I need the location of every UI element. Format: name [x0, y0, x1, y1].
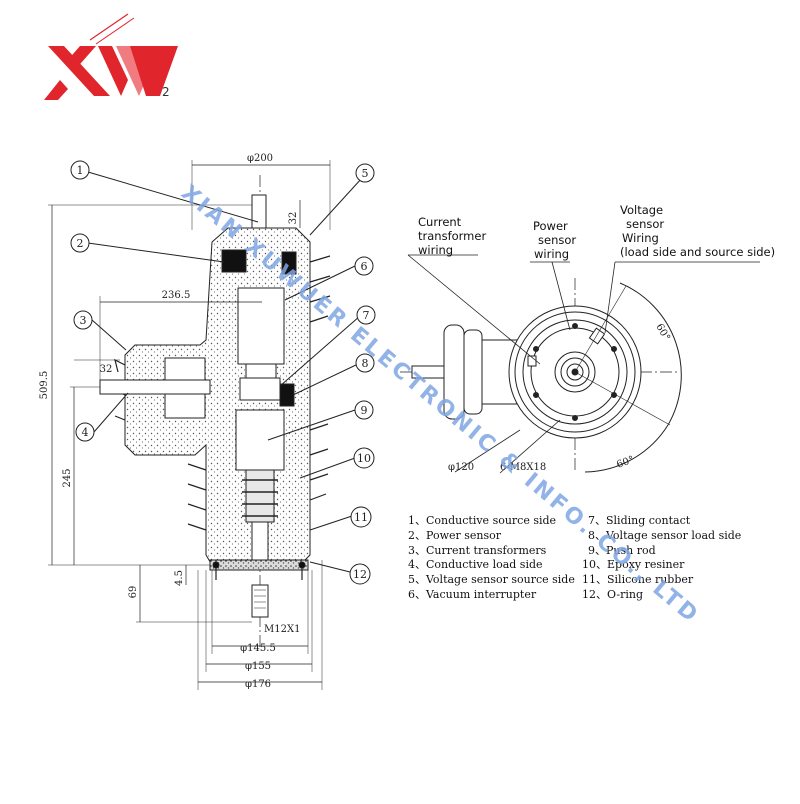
label-vs-1: Voltage: [620, 203, 663, 217]
legend-item-6: 6、Vacuum interrupter: [408, 588, 537, 601]
dim-branch-tip: 32: [100, 364, 113, 375]
legend-item-3: 3、Current transformers: [408, 544, 547, 557]
callout-11: 11: [354, 511, 368, 524]
legend-item-4: 4、Conductive load side: [408, 558, 543, 571]
dim-top-h: 32: [288, 212, 299, 225]
legend-item-10: 10、Epoxy resiner: [582, 558, 685, 571]
top-view-labels: Current transformer wiring Power sensor …: [418, 203, 775, 473]
label-ct-1: Current: [418, 215, 462, 229]
legend-item-5: 5、Voltage sensor source side: [408, 573, 575, 586]
dim-top-dia: φ200: [247, 153, 273, 164]
label-ps-1: Power: [533, 219, 568, 233]
dim-dia-3: φ176: [245, 679, 271, 690]
logo-subscript: 2: [162, 85, 170, 99]
callout-7: 7: [363, 309, 370, 322]
dim-top-dia-120: φ120: [448, 462, 474, 473]
dim-base-small: 4.5: [174, 570, 185, 586]
company-logo: 2: [44, 13, 178, 100]
dim-dia-1: φ145.5: [240, 643, 276, 654]
legend-item-1: 1、Conductive source side: [408, 514, 556, 527]
legend-item-8: 8、Voltage sensor load side: [588, 529, 741, 542]
callout-6: 6: [361, 260, 368, 273]
label-ct-2: transformer: [418, 229, 486, 243]
callout-10: 10: [357, 452, 371, 465]
legend-item-11: 11、Silicone rubber: [582, 573, 694, 586]
label-vs-4: (load side and source side): [620, 245, 775, 259]
dim-thread: M12X1: [264, 624, 300, 635]
side-view-drawing: [48, 160, 363, 690]
legend-item-2: 2、Power sensor: [408, 529, 502, 542]
label-ps-2: sensor: [538, 233, 576, 247]
callout-5: 5: [362, 167, 369, 180]
top-view-drawing: [400, 254, 760, 474]
dim-holes: 6-M8X18: [500, 462, 546, 473]
side-view-callouts: 1 2 3 4 5 6 7 8 9 10 11 12: [70, 160, 376, 585]
label-ct-3: wiring: [418, 243, 453, 257]
legend-item-12: 12、O-ring: [582, 588, 643, 601]
dim-dia-2: φ155: [245, 661, 271, 672]
callout-12: 12: [353, 568, 367, 581]
callout-4: 4: [82, 426, 89, 439]
side-view-dimensions: φ200 32 236.5 32 509.5 245 69 4.5 M12X1 …: [39, 153, 300, 690]
dim-total-h: 509.5: [39, 371, 50, 400]
dim-base-h: 69: [128, 586, 139, 599]
label-ps-3: wiring: [534, 247, 569, 261]
callout-8: 8: [362, 357, 369, 370]
callout-9: 9: [361, 404, 368, 417]
dim-angle-b: 60°: [615, 454, 635, 470]
dim-lower-h: 245: [62, 468, 73, 487]
callout-1: 1: [77, 164, 84, 177]
label-vs-3: Wiring: [622, 231, 659, 245]
callout-2: 2: [77, 237, 84, 250]
dim-angle-a: 60°: [653, 322, 671, 343]
legend-item-9: 9、Push rod: [588, 544, 656, 557]
dim-branch-len: 236.5: [162, 290, 191, 301]
legend: 1、Conductive source side 2、Power sensor …: [408, 514, 741, 601]
callout-3: 3: [80, 314, 87, 327]
label-vs-2: sensor: [626, 217, 664, 231]
legend-item-7: 7、Sliding contact: [588, 514, 691, 527]
